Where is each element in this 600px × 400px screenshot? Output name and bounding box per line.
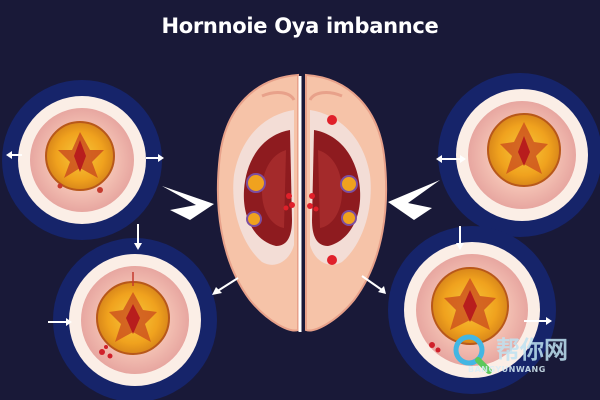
arrow-right-icon [146,154,164,162]
chevron-arrow-icon [388,180,440,220]
follicle-circle-top-right [438,73,600,237]
magnifier-logo-icon [453,334,492,374]
arrow-diagonal-icon [361,275,386,294]
arrow-down-icon [456,226,464,250]
arrow-down-icon [134,224,142,250]
central-organ [216,73,388,332]
double-arrow-icon [436,155,466,163]
follicle-circle-top-left [2,80,162,240]
arrow-left-icon [6,151,22,159]
watermark-subtext: BANGYUNWANG [468,365,546,374]
arrow-right-icon [524,317,552,325]
arrow-diagonal-icon [212,277,239,295]
chevron-arrow-icon [162,186,214,220]
arrow-right-icon [48,318,72,326]
watermark-text: 帮你网 [496,336,568,364]
follicle-circle-bottom-right [388,226,556,394]
follicle-circle-bottom-left [53,238,217,400]
page-title: Hornnoie Oya imbannce [161,14,439,38]
